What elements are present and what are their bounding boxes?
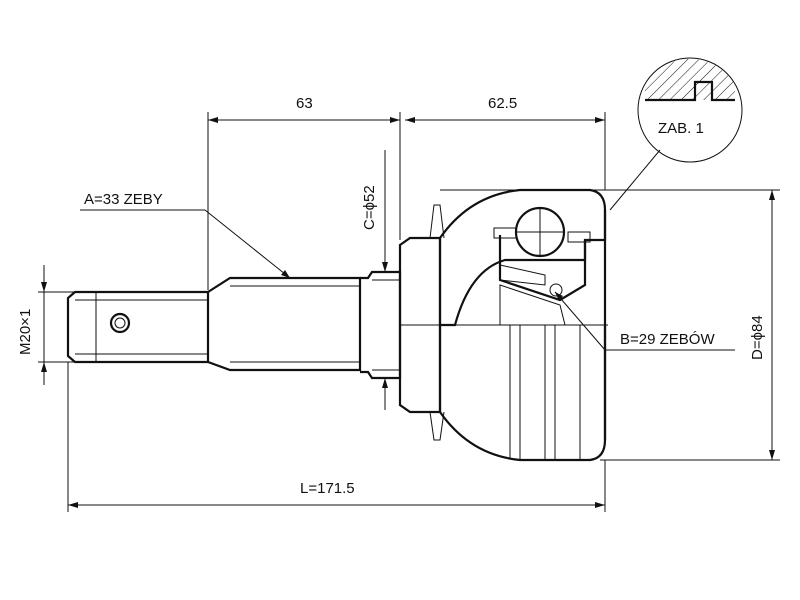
shaft bbox=[66, 270, 402, 380]
cotter-hole bbox=[109, 312, 131, 334]
spline-section bbox=[207, 276, 362, 372]
dim-seat-diameter: C=ϕ52 bbox=[361, 150, 388, 410]
svg-text:C=ϕ52: C=ϕ52 bbox=[361, 185, 378, 230]
housing-section bbox=[438, 188, 607, 327]
outer-housing bbox=[398, 188, 608, 462]
seat-shoulder bbox=[360, 270, 402, 380]
dim-thread: M20×1 bbox=[17, 265, 75, 385]
dim-body-length: 62.5 bbox=[405, 95, 606, 190]
svg-text:A=33 ZEBY: A=33 ZEBY bbox=[84, 191, 163, 208]
dim-spline-length: 63 bbox=[207, 95, 401, 290]
svg-text:D=ϕ84: D=ϕ84 bbox=[749, 315, 766, 360]
dim-total-length: L=171.5 bbox=[67, 362, 606, 512]
threaded-end bbox=[66, 290, 210, 364]
svg-text:B=29 ZEBÓW: B=29 ZEBÓW bbox=[620, 331, 715, 348]
svg-text:62.5: 62.5 bbox=[488, 95, 517, 112]
leader-outer-teeth: A=33 ZEBY bbox=[80, 191, 291, 279]
svg-text:M20×1: M20×1 bbox=[17, 309, 34, 355]
leader-inner-teeth: B=29 ZEBÓW bbox=[554, 291, 735, 351]
detail-label: ZAB. 1 bbox=[658, 120, 704, 137]
detail-callout: ZAB. 1 bbox=[609, 57, 743, 211]
dim-outer-diameter: D=ϕ84 bbox=[600, 189, 780, 461]
svg-text:63: 63 bbox=[296, 95, 313, 112]
svg-text:L=171.5: L=171.5 bbox=[300, 480, 355, 497]
